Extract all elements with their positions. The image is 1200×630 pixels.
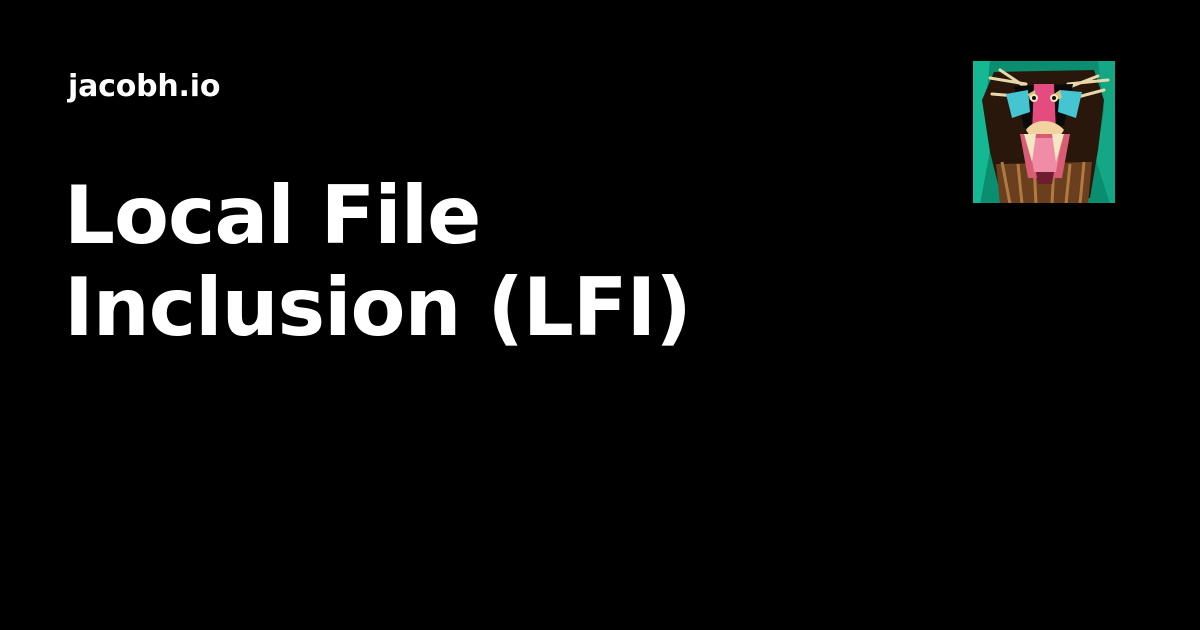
avatar-illustration bbox=[972, 60, 1116, 204]
mandrill-artwork-icon bbox=[972, 60, 1116, 204]
site-name: jacobh.io bbox=[68, 69, 221, 104]
post-title-line-2: Inclusion (LFI) bbox=[64, 261, 692, 354]
post-title-line-1: Local File bbox=[64, 169, 481, 262]
post-title: Local File Inclusion (LFI) bbox=[64, 170, 904, 354]
